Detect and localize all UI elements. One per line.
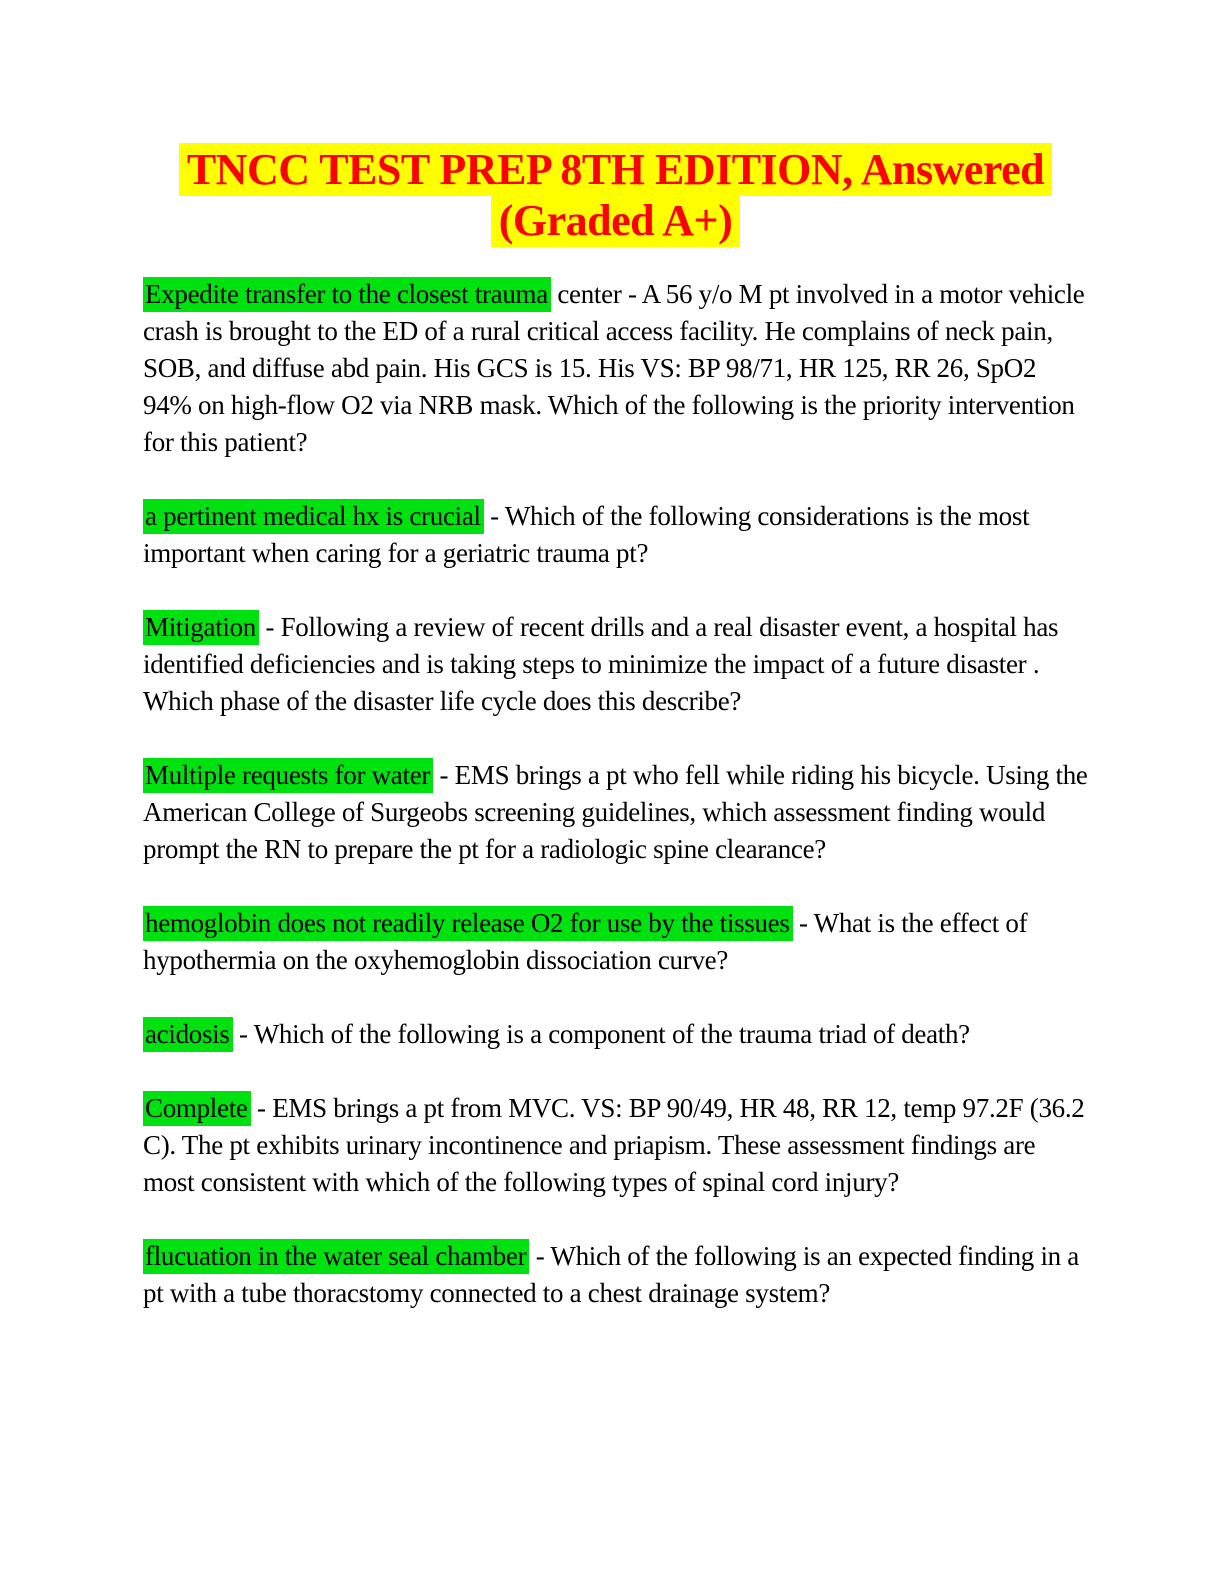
question-text: - Which of the following is an expected …	[143, 1241, 1079, 1308]
answer-highlight: hemoglobin does not readily release O2 f…	[143, 906, 793, 941]
answer-highlight: Mitigation	[143, 610, 259, 645]
question-text: - EMS brings a pt who fell while riding …	[143, 760, 1088, 864]
question-text: - Which of the following considerations …	[143, 501, 1030, 568]
title-line-1: TNCC TEST PREP 8TH EDITION, Answered	[143, 143, 1088, 196]
qa-paragraph: flucuation in the water seal chamber - W…	[143, 1238, 1088, 1312]
answer-highlight: acidosis	[143, 1017, 233, 1052]
question-text: - What is the effect of hypothermia on t…	[143, 908, 1028, 975]
qa-paragraph: Complete - EMS brings a pt from MVC. VS:…	[143, 1090, 1088, 1201]
answer-highlight: flucuation in the water seal chamber	[143, 1239, 530, 1274]
title-line-1-text: TNCC TEST PREP 8TH EDITION, Answered	[178, 143, 1053, 196]
document-title: TNCC TEST PREP 8TH EDITION, Answered (Gr…	[143, 143, 1088, 247]
title-line-2: (Graded A+)	[143, 194, 1088, 247]
answer-highlight: a pertinent medical hx is crucial	[143, 499, 484, 534]
question-text: center - A 56 y/o M pt involved in a mot…	[143, 279, 1085, 457]
title-line-2-text: (Graded A+)	[490, 194, 741, 247]
question-text: - Which of the following is a component …	[239, 1019, 970, 1049]
answer-highlight: Expedite transfer to the closest trauma	[143, 277, 551, 312]
answer-highlight: Complete	[143, 1091, 251, 1126]
question-text: - EMS brings a pt from MVC. VS: BP 90/49…	[143, 1093, 1085, 1197]
qa-paragraph: a pertinent medical hx is crucial - Whic…	[143, 498, 1088, 572]
answer-highlight: Multiple requests for water	[143, 758, 434, 793]
qa-paragraph: acidosis - Which of the following is a c…	[143, 1016, 1088, 1053]
qa-paragraph: hemoglobin does not readily release O2 f…	[143, 905, 1088, 979]
qa-paragraph: Expedite transfer to the closest trauma …	[143, 276, 1088, 461]
qa-paragraph: Mitigation - Following a review of recen…	[143, 609, 1088, 720]
document-content: TNCC TEST PREP 8TH EDITION, Answered (Gr…	[143, 143, 1088, 1312]
qa-paragraph: Multiple requests for water - EMS brings…	[143, 757, 1088, 868]
question-text: - Following a review of recent drills an…	[143, 612, 1059, 716]
